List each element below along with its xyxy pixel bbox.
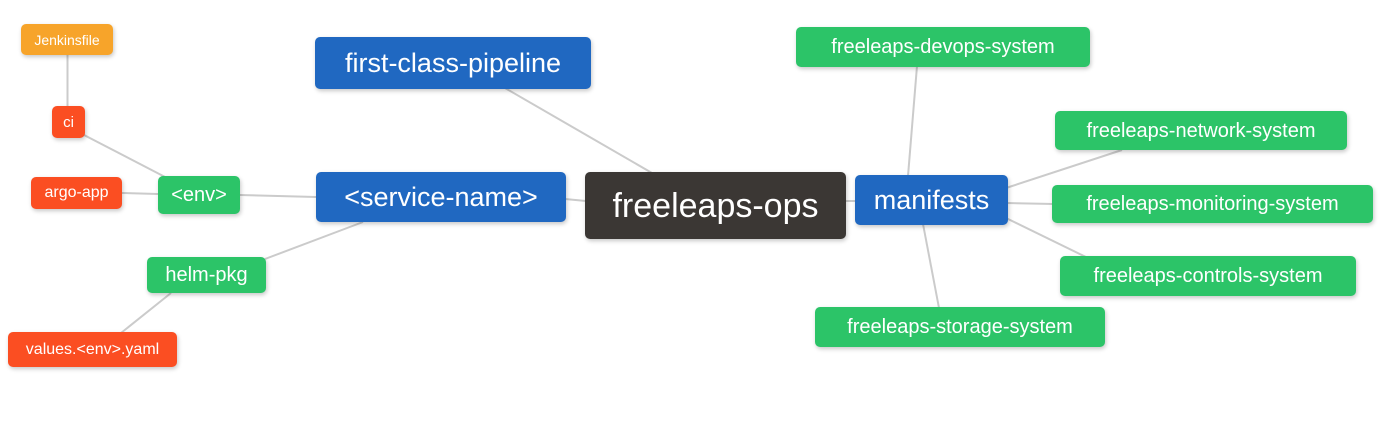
node-service-name[interactable]: <service-name> bbox=[316, 172, 566, 222]
edge-manifests-storage bbox=[922, 223, 940, 309]
edge-servicename-root bbox=[564, 198, 587, 202]
edge-manifests-controls bbox=[1005, 217, 1091, 260]
edge-servicename-helmpkg bbox=[264, 221, 364, 260]
node-helm-pkg[interactable]: helm-pkg bbox=[147, 257, 266, 293]
node-freeleaps-controls-system[interactable]: freeleaps-controls-system bbox=[1060, 256, 1356, 296]
node-argo-app[interactable]: argo-app bbox=[31, 177, 122, 209]
edge-manifests-network bbox=[1005, 149, 1123, 189]
edge-ci-env bbox=[83, 134, 168, 179]
node-ci[interactable]: ci bbox=[52, 106, 85, 138]
edge-argoapp-env bbox=[121, 192, 159, 195]
node-first-class-pipeline[interactable]: first-class-pipeline bbox=[315, 37, 591, 89]
edge-helmpkg-values bbox=[120, 292, 172, 334]
node-freeleaps-ops-root[interactable]: freeleaps-ops bbox=[585, 172, 846, 239]
node-manifests[interactable]: manifests bbox=[855, 175, 1008, 225]
edge-pipeline-root bbox=[504, 87, 653, 174]
node-freeleaps-storage-system[interactable]: freeleaps-storage-system bbox=[815, 307, 1105, 347]
edge-env-servicename bbox=[239, 194, 317, 198]
node-jenkinsfile[interactable]: Jenkinsfile bbox=[21, 24, 113, 55]
node-freeleaps-monitoring-system[interactable]: freeleaps-monitoring-system bbox=[1052, 185, 1373, 223]
node-env[interactable]: <env> bbox=[158, 176, 240, 214]
edge-devops-manifests bbox=[907, 65, 918, 177]
node-freeleaps-devops-system[interactable]: freeleaps-devops-system bbox=[796, 27, 1090, 67]
node-freeleaps-network-system[interactable]: freeleaps-network-system bbox=[1055, 111, 1347, 150]
edge-manifests-monitoring bbox=[1005, 202, 1055, 205]
node-values-env-yaml[interactable]: values.<env>.yaml bbox=[8, 332, 177, 367]
